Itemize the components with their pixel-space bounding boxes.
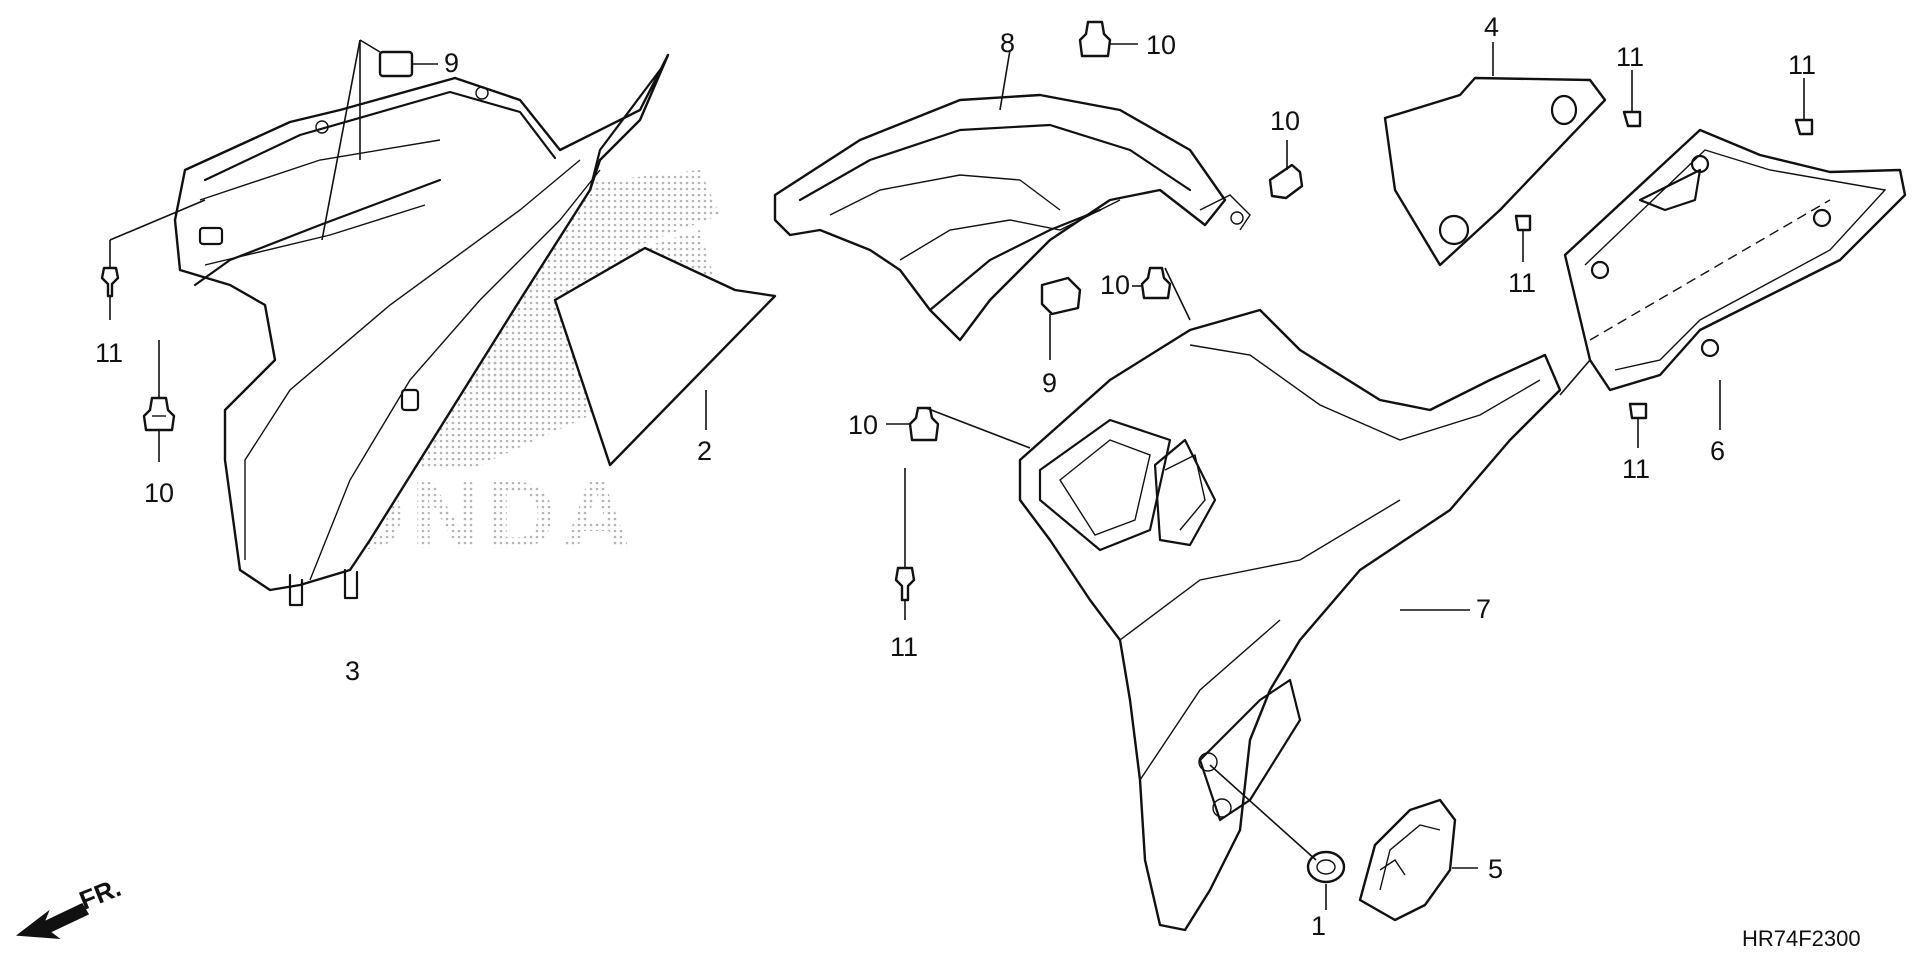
pin-10-top: [1078, 20, 1138, 58]
callout-10-top: 10: [1146, 30, 1176, 60]
part-7-main-shroud: [1018, 308, 1562, 932]
screw-11-lower-mid: [894, 468, 916, 620]
screw-11-mid: [1514, 214, 1532, 262]
callout-8: 8: [1000, 28, 1015, 58]
screw-11-lower-right: [1628, 402, 1648, 448]
arrow-icon: [15, 903, 90, 939]
callout-labels: 1 2 3 4 5 6 7 8 9 9 10 10 10 10 10 11 11…: [95, 12, 1816, 941]
callout-4: 4: [1484, 12, 1499, 42]
callout-11-top-a: 11: [1616, 42, 1644, 72]
callout-10-left: 10: [144, 478, 174, 508]
part-6-right-panel: [1559, 128, 1907, 430]
screw-11-top-a: [1622, 70, 1642, 128]
callout-9-center: 9: [1042, 368, 1057, 398]
part-5-cap: [1358, 798, 1478, 922]
callout-11-top-b: 11: [1788, 50, 1816, 80]
screw-11-left: [100, 199, 206, 320]
callout-5: 5: [1488, 854, 1503, 884]
pin-10-right: [1268, 140, 1304, 200]
callout-9-left: 9: [444, 48, 459, 78]
pin-10-left: [142, 340, 176, 462]
callout-10-right: 10: [1270, 106, 1300, 136]
callout-10-lower: 10: [848, 410, 878, 440]
front-direction-arrow: FR.: [15, 872, 125, 939]
callout-7: 7: [1476, 594, 1491, 624]
callout-11-lower-mid: 11: [890, 632, 918, 662]
clip-9-center: [1040, 276, 1082, 360]
callout-6: 6: [1710, 436, 1725, 466]
callout-11-mid: 11: [1508, 268, 1536, 298]
drawing-code: HR74F2300: [1742, 926, 1861, 951]
callout-2: 2: [697, 436, 712, 466]
part-1-grommet: [1209, 764, 1346, 910]
part-8-upper-cover: [773, 49, 1251, 342]
part-3-side-cover: [173, 53, 670, 607]
clip-9-left: [321, 39, 438, 241]
callout-10-mid: 10: [1100, 270, 1130, 300]
part-4-plate: [1383, 42, 1607, 267]
callout-11-left: 11: [95, 338, 123, 368]
pin-10-mid: [1132, 266, 1191, 321]
callout-1: 1: [1311, 911, 1326, 941]
pin-10-lower: [886, 406, 1031, 449]
screw-11-top-b: [1794, 78, 1814, 136]
callout-3: 3: [345, 656, 360, 686]
callout-11-lower-right: 11: [1622, 454, 1650, 484]
part-2-panel: [553, 246, 777, 467]
